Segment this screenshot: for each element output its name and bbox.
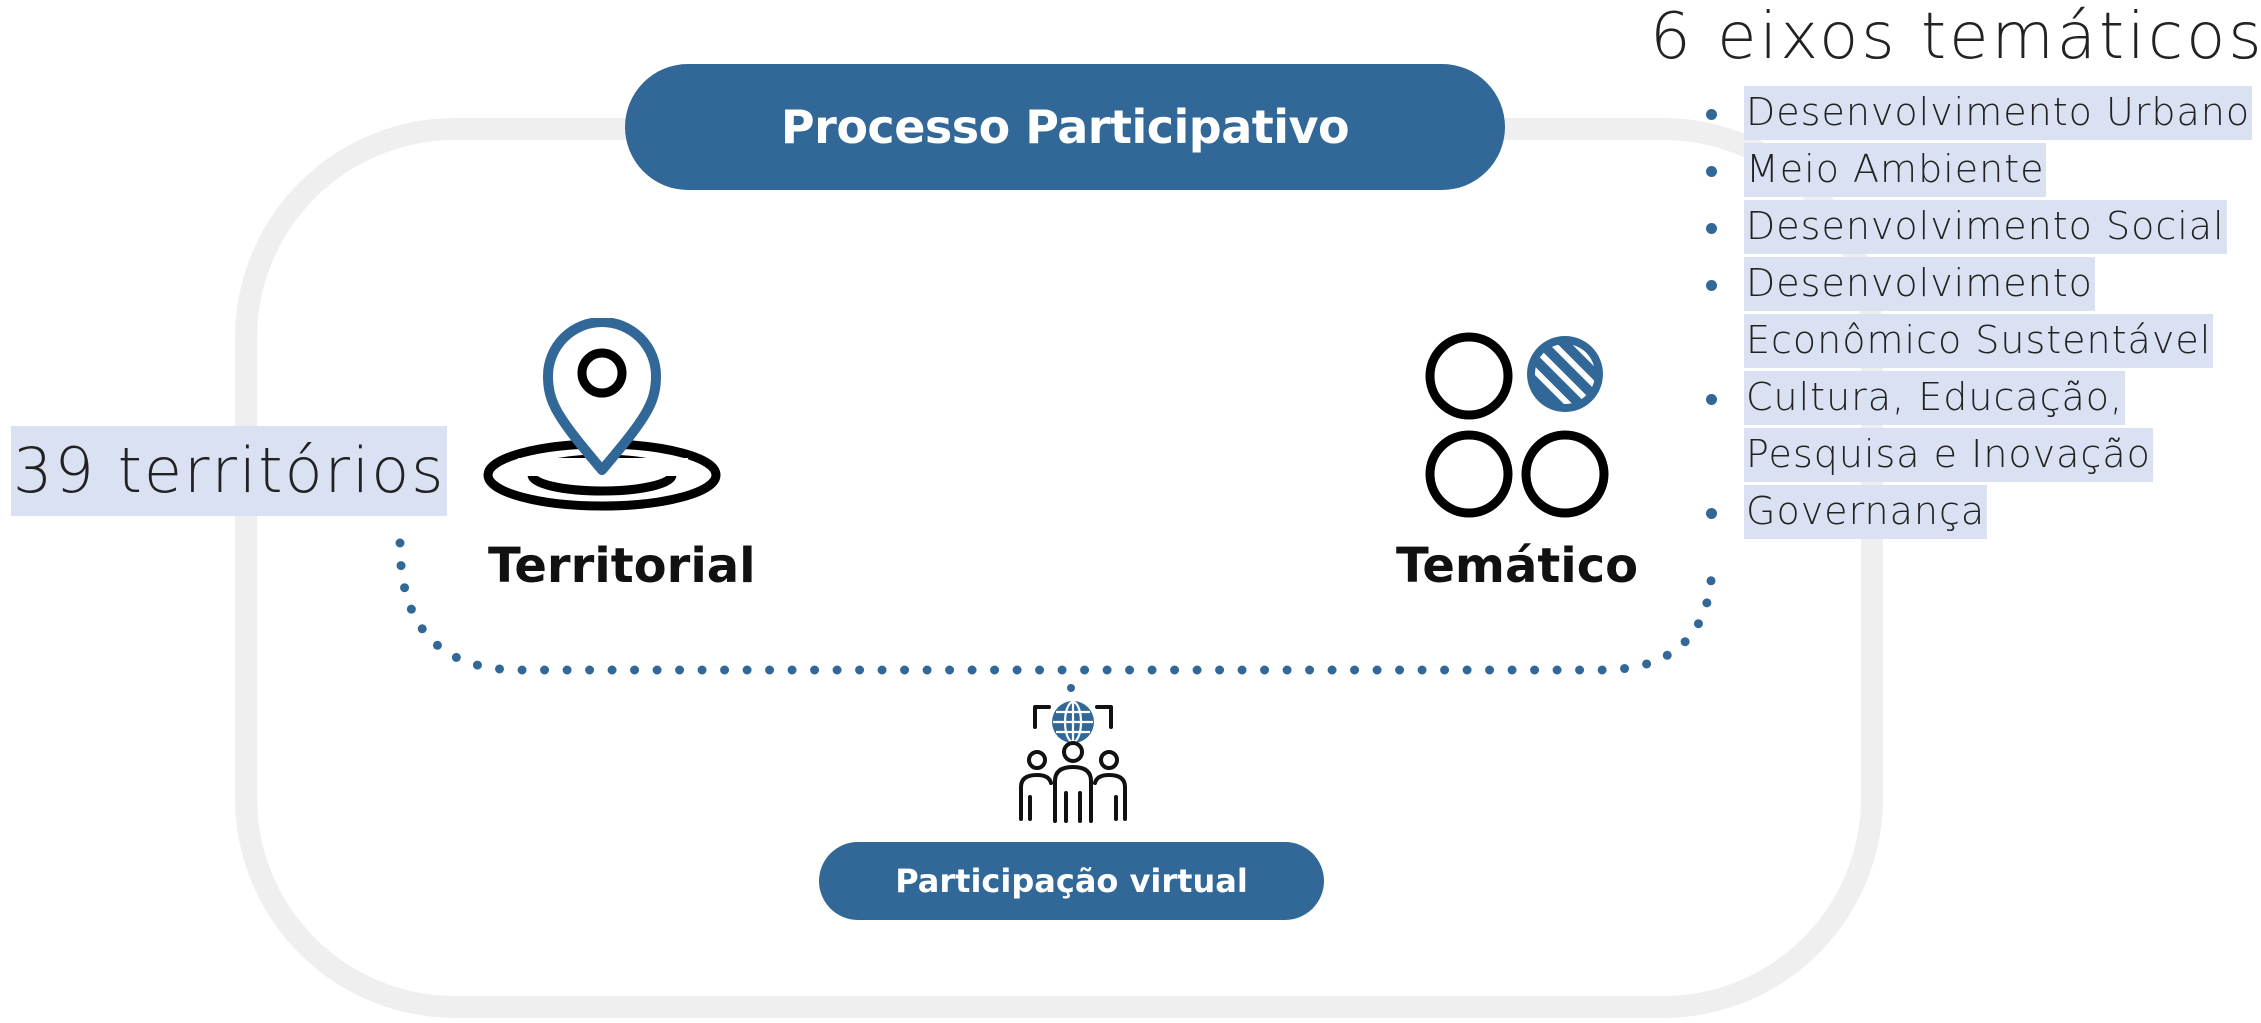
- eixo-label: Cultura, Educação,: [1744, 371, 2126, 425]
- eixo-label: Econômico Sustentável: [1744, 314, 2214, 368]
- territorial-label: Territorial: [488, 538, 756, 594]
- list-item: Desenvolvimento Social: [1700, 198, 2252, 255]
- eixos-list: Desenvolvimento Urbano Meio Ambiente Des…: [1700, 84, 2253, 540]
- list-item: Cultura, Educação, Pesquisa e Inovação: [1700, 369, 2252, 483]
- four-circles-icon: [1425, 332, 1609, 518]
- eixo-label: Desenvolvimento Urbano: [1744, 86, 2253, 140]
- list-item: Governança: [1700, 483, 2252, 540]
- eixo-label: Governança: [1744, 485, 1988, 539]
- virtual-people-globe-icon: [1019, 700, 1127, 823]
- eixos-heading: 6 eixos temáticos:: [1650, 0, 2261, 74]
- virtual-participation-label: Participação virtual: [819, 842, 1324, 920]
- eixo-label: Desenvolvimento Social: [1744, 200, 2227, 254]
- list-item: Desenvolvimento Econômico Sustentável: [1700, 255, 2252, 369]
- eixo-label: Desenvolvimento: [1744, 257, 2095, 311]
- tematico-label: Temático: [1396, 538, 1639, 594]
- territorios-count: 39 territórios: [11, 426, 448, 516]
- map-pin-icon: [483, 318, 721, 511]
- list-item: Meio Ambiente: [1700, 141, 2252, 198]
- eixo-label: Meio Ambiente: [1744, 143, 2047, 197]
- list-item: Desenvolvimento Urbano: [1700, 84, 2253, 141]
- eixo-label: Pesquisa e Inovação: [1744, 428, 2153, 482]
- page-title: Processo Participativo: [625, 64, 1505, 190]
